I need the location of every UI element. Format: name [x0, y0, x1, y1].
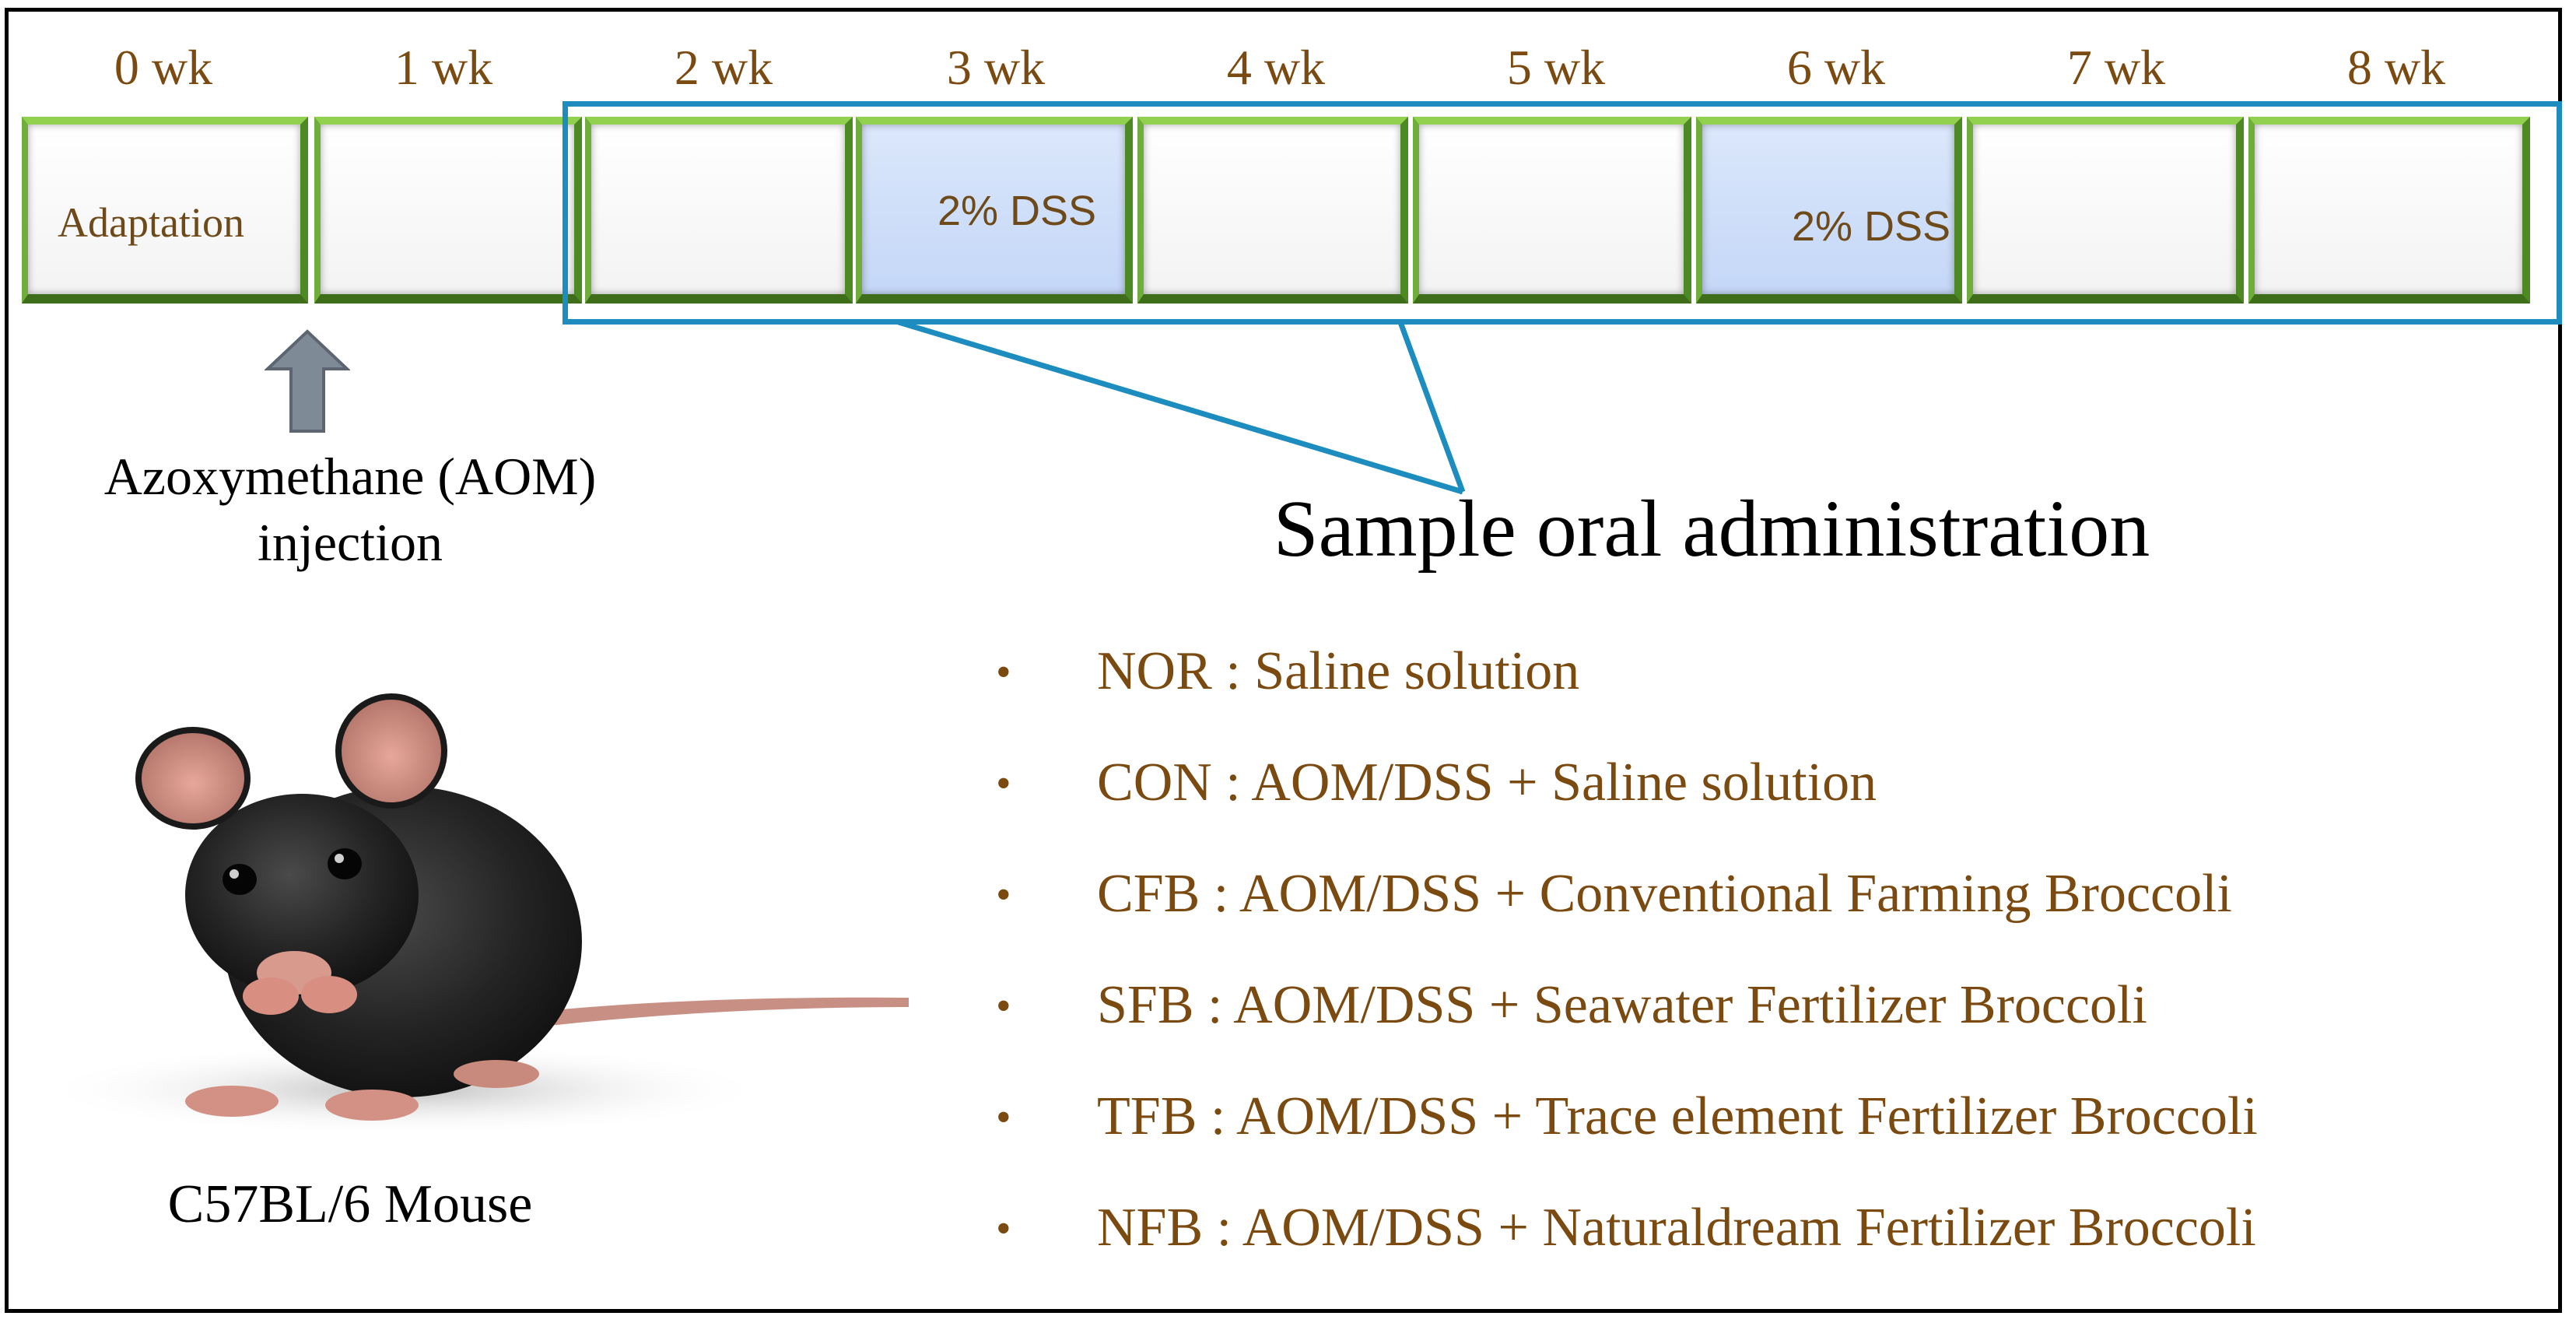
administration-bracket — [563, 101, 2562, 325]
bullet-icon: • — [996, 1093, 1011, 1142]
bullet-icon: • — [996, 760, 1011, 808]
week-label-0: 0 wk — [114, 40, 213, 95]
mouse-icon — [37, 693, 909, 1136]
timeline-box-6-dss: 2% DSS — [1696, 117, 1962, 304]
aom-label-line2: injection — [258, 513, 443, 572]
timeline-box-7 — [1967, 117, 2244, 304]
dss-label-2: 2% DSS — [1791, 203, 1951, 250]
group-nor: NOR : Saline solution — [1097, 641, 1580, 701]
week-label-2: 2 wk — [674, 40, 773, 95]
timeline-box-1 — [314, 117, 582, 304]
aom-injection-label: Azoxymethane (AOM) injection — [31, 444, 669, 576]
timeline-box-2 — [585, 117, 853, 304]
up-arrow-icon — [265, 329, 350, 433]
mouse-image — [37, 685, 932, 1136]
week-label-5: 5 wk — [1506, 40, 1606, 95]
timeline-box-3-dss: 2% DSS — [856, 117, 1133, 304]
week-label-3: 3 wk — [946, 40, 1046, 95]
bullet-icon: • — [996, 982, 1011, 1030]
bullet-icon: • — [996, 871, 1011, 919]
week-label-4: 4 wk — [1226, 40, 1326, 95]
week-label-8: 8 wk — [2346, 40, 2446, 95]
timeline-box-0: Adaptation — [22, 117, 308, 304]
timeline-box-4 — [1137, 117, 1408, 304]
group-cfb: CFB : AOM/DSS + Conventional Farming Bro… — [1097, 864, 2232, 924]
bullet-icon: • — [996, 648, 1011, 697]
group-tfb: TFB : AOM/DSS + Trace element Fertilizer… — [1097, 1086, 2258, 1146]
adaptation-label: Adaptation — [58, 199, 244, 246]
week-label-6: 6 wk — [1786, 40, 1886, 95]
group-con: CON : AOM/DSS + Saline solution — [1097, 753, 1877, 812]
mouse-label: C57BL/6 Mouse — [167, 1174, 533, 1234]
timeline-box-5 — [1413, 117, 1691, 304]
group-nfb: NFB : AOM/DSS + Naturaldream Fertilizer … — [1097, 1198, 2256, 1258]
group-sfb: SFB : AOM/DSS + Seawater Fertilizer Broc… — [1097, 975, 2147, 1035]
timeline-box-8 — [2248, 117, 2530, 304]
week-label-7: 7 wk — [2066, 40, 2166, 95]
dss-label-1: 2% DSS — [937, 188, 1097, 234]
bullet-icon: • — [996, 1205, 1011, 1253]
aom-label-line1: Azoxymethane (AOM) — [103, 447, 597, 506]
week-label-1: 1 wk — [394, 40, 493, 95]
sample-title: Sample oral administration — [1273, 484, 2150, 574]
